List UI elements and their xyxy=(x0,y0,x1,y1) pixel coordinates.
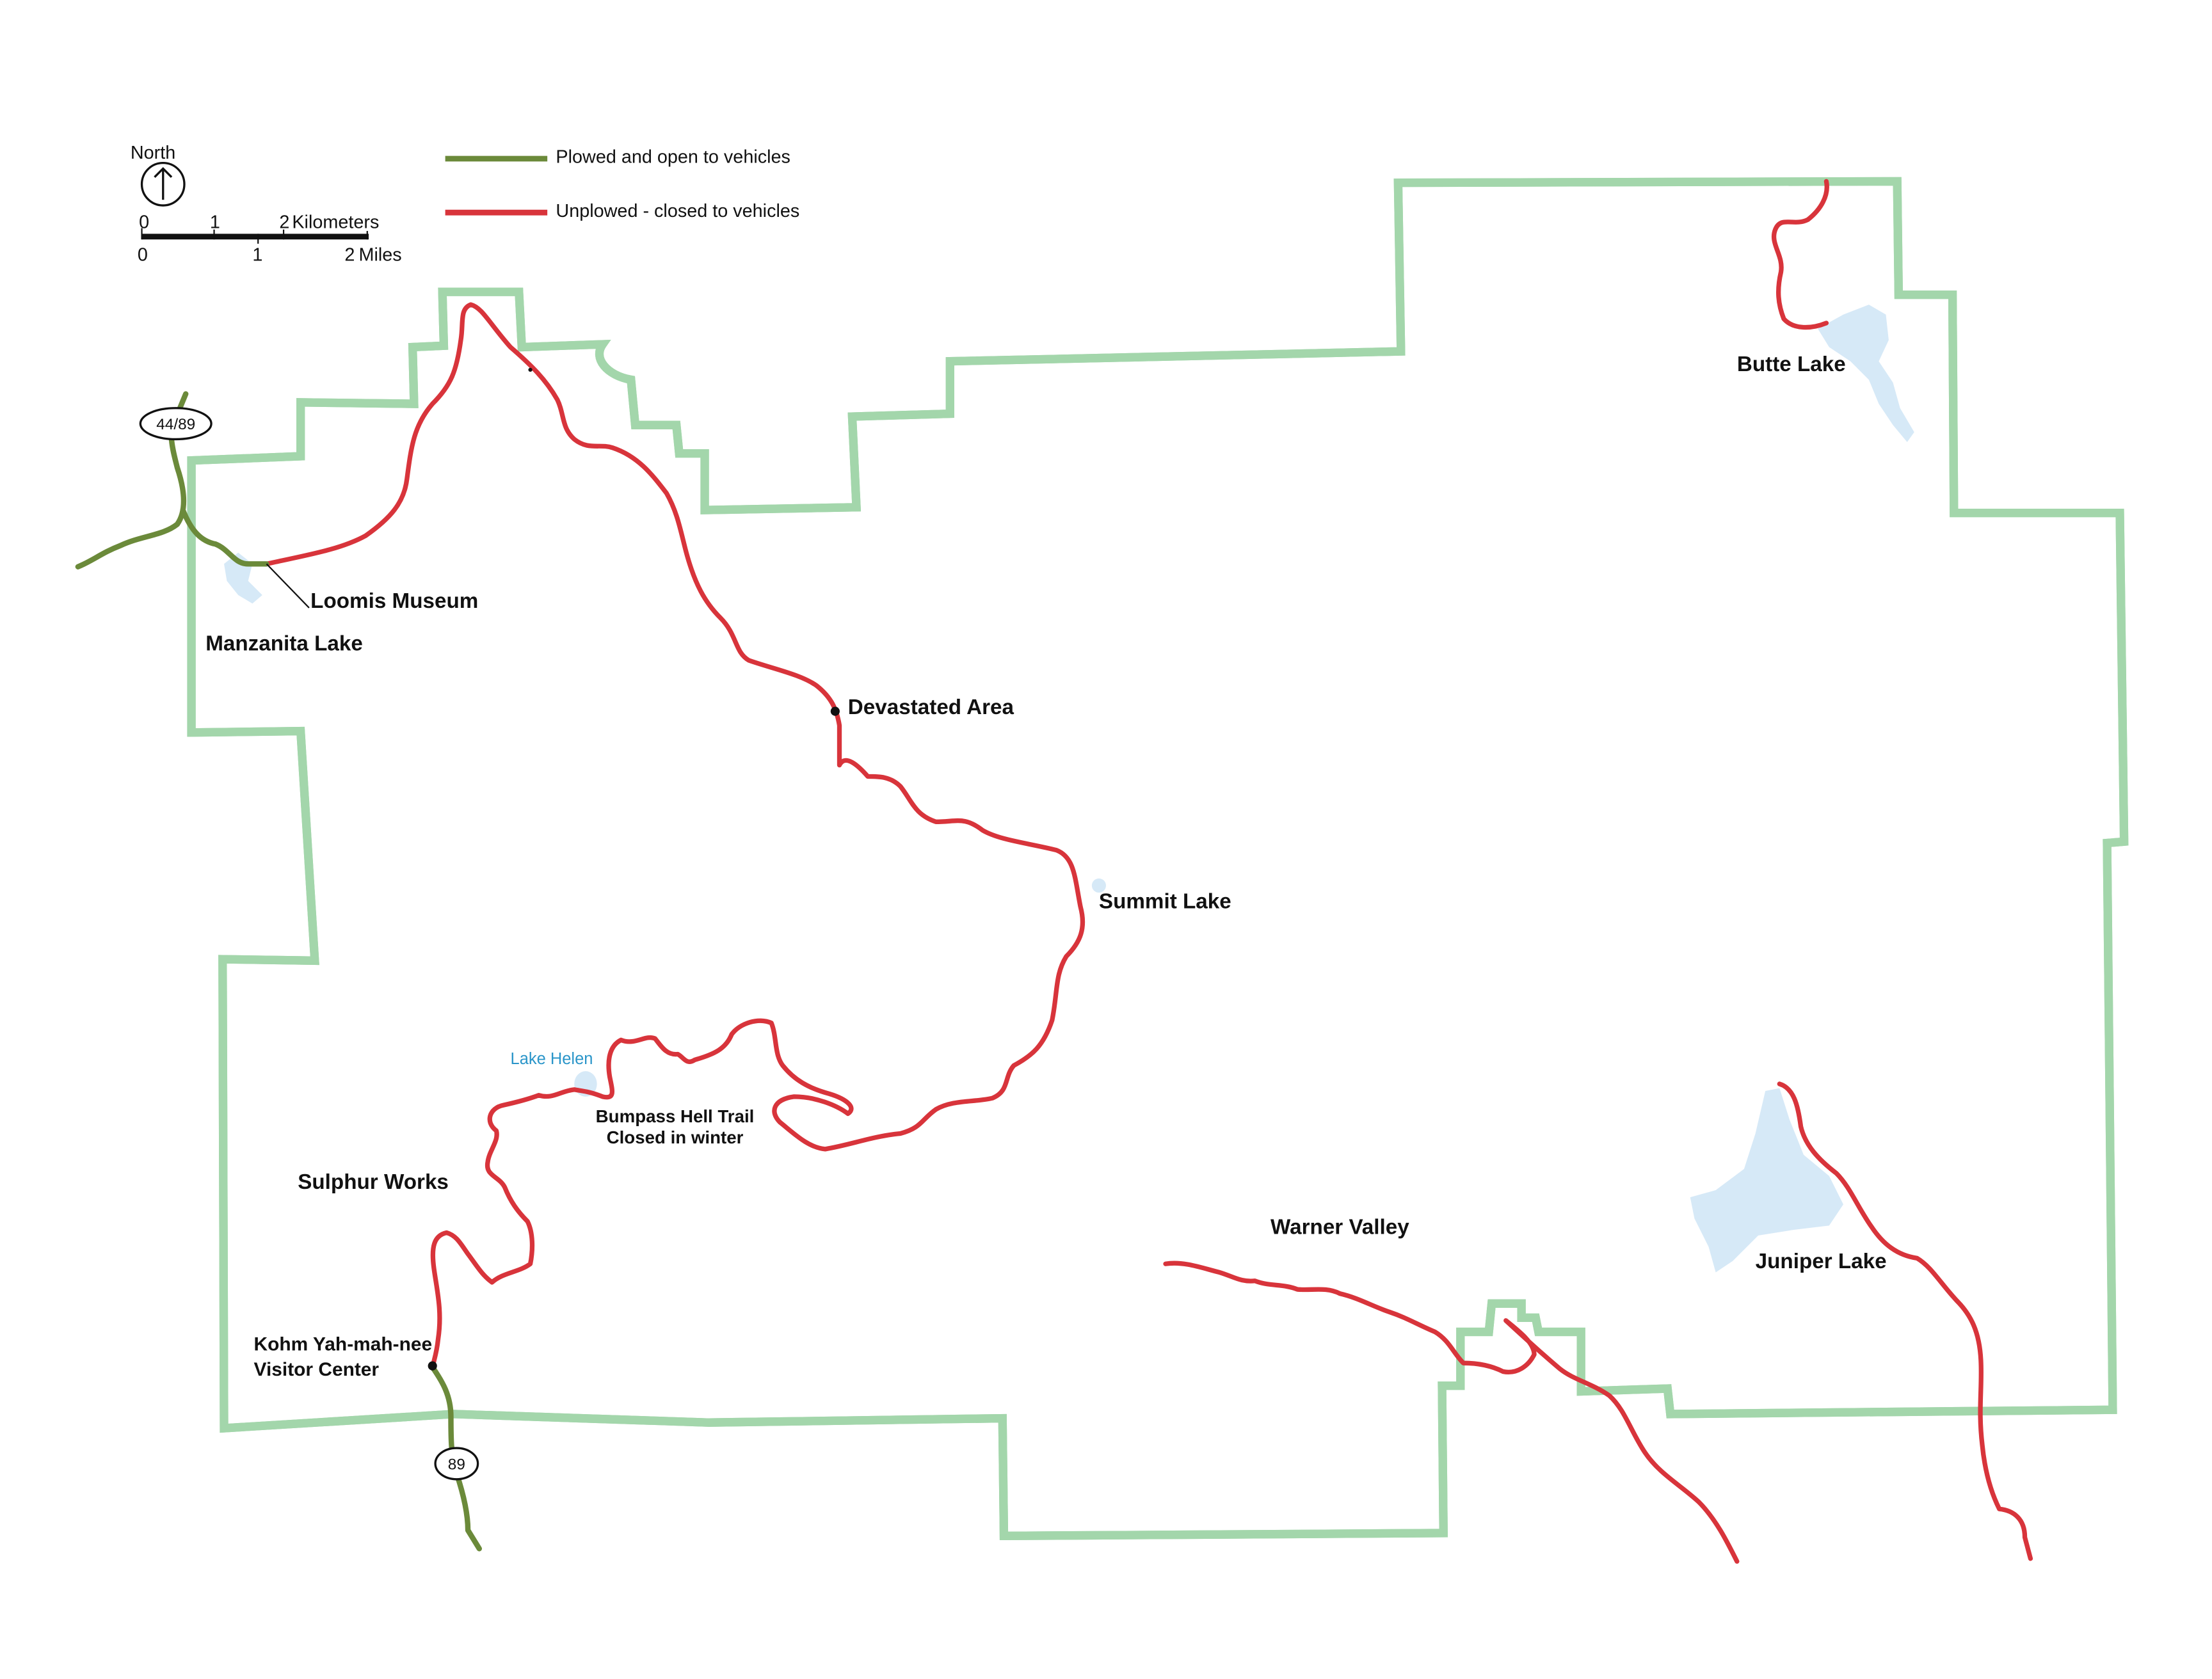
label-visitor-center: Visitor Center xyxy=(254,1359,380,1380)
legend-plowed-label: Plowed and open to vehicles xyxy=(556,147,790,168)
butte-lake-road xyxy=(1772,179,1829,330)
svg-text:0: 0 xyxy=(139,212,149,233)
label-juniper-lake: Juniper Lake xyxy=(1756,1250,1887,1273)
svg-text:89: 89 xyxy=(448,1456,465,1473)
label-summit-lake: Summit Lake xyxy=(1099,889,1231,913)
manzanita-spur-plowed xyxy=(180,507,269,567)
label-lake-helen: Lake Helen xyxy=(511,1050,593,1068)
scale-bar: 0 1 2 Kilometers 0 1 2 Miles xyxy=(138,212,402,266)
highway-44-89-shield: 44/89 xyxy=(139,407,212,441)
label-loomis-museum: Loomis Museum xyxy=(310,589,478,613)
label-visitor-center-name: Kohm Yah-mah-nee xyxy=(254,1333,433,1355)
svg-text:2: 2 xyxy=(279,212,289,233)
north-label: North xyxy=(131,143,175,163)
label-devastated-area: Devastated Area xyxy=(848,696,1014,719)
visitor-center-marker xyxy=(428,1361,437,1371)
svg-text:44/89: 44/89 xyxy=(156,416,195,433)
map-legend: Plowed and open to vehicles Unplowed - c… xyxy=(445,147,799,221)
park-boundary xyxy=(187,177,2129,1541)
svg-text:1: 1 xyxy=(252,244,262,265)
loomis-leader-line xyxy=(266,563,310,609)
highway-89-shield: 89 xyxy=(434,1447,479,1481)
svg-text:2: 2 xyxy=(344,244,355,265)
highway-44-89-plowed xyxy=(75,391,189,569)
label-butte-lake: Butte Lake xyxy=(1737,353,1846,376)
butte-lake-shape xyxy=(1818,305,1914,442)
devastated-area-marker xyxy=(830,706,840,716)
label-warner-valley: Warner Valley xyxy=(1270,1216,1409,1239)
main-park-road-unplowed xyxy=(264,302,1086,1370)
north-arrow-icon xyxy=(140,161,186,207)
svg-text:Kilometers: Kilometers xyxy=(292,212,379,233)
label-manzanita-lake: Manzanita Lake xyxy=(205,632,363,655)
summit-lake-shape xyxy=(1091,878,1106,893)
svg-text:0: 0 xyxy=(138,244,148,265)
svg-text:1: 1 xyxy=(210,212,220,233)
north-arrow: North xyxy=(131,143,186,207)
label-bumpass-hell-trail: Bumpass Hell Trail xyxy=(596,1106,755,1126)
label-bumpass-closed: Closed in winter xyxy=(607,1127,744,1147)
warner-valley-road xyxy=(1163,1261,1740,1564)
small-point-marker xyxy=(528,367,533,372)
svg-text:Miles: Miles xyxy=(358,244,401,265)
label-sulphur-works: Sulphur Works xyxy=(298,1170,449,1194)
juniper-lake-shape xyxy=(1690,1088,1843,1273)
juniper-lake-road xyxy=(1777,1081,2033,1561)
legend-unplowed-label: Unplowed - closed to vehicles xyxy=(556,201,799,221)
manzanita-lake-shape xyxy=(224,552,262,604)
